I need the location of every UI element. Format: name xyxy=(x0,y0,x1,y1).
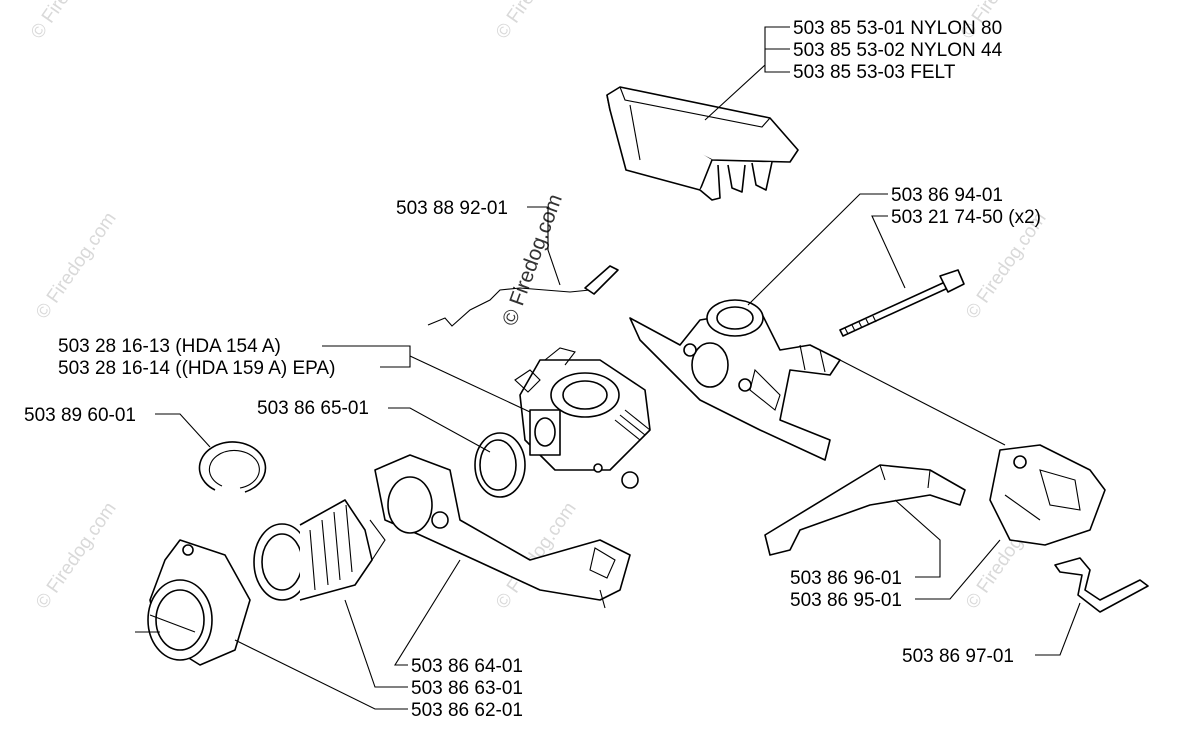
spring-clip-part xyxy=(1054,557,1149,613)
watermark: © Firedog.com xyxy=(492,0,581,43)
lever-link-part xyxy=(764,464,966,556)
circlip-part xyxy=(198,441,267,493)
intake-boot-part xyxy=(253,499,386,601)
label-adapter: 503 86 62-01 xyxy=(411,700,523,721)
choke-bracket-part xyxy=(989,444,1106,546)
throttle-rod-part xyxy=(427,265,619,327)
label-screw: 503 21 74-50 (x2) xyxy=(891,207,1041,228)
watermark: © Firedog.com xyxy=(32,499,121,613)
label-carb-hda159: 503 28 16-14 ((HDA 159 A) EPA) xyxy=(58,358,335,379)
air-filter-part xyxy=(606,86,799,201)
carburetor-part xyxy=(514,347,651,489)
part-labels: 503 85 53-01 NYLON 80 503 85 53-02 NYLON… xyxy=(24,18,1041,721)
label-air-filter-nylon80: 503 85 53-01 NYLON 80 xyxy=(793,18,1002,39)
label-air-filter-nylon44: 503 85 53-02 NYLON 44 xyxy=(793,40,1003,61)
label-spring-clip: 503 86 97-01 xyxy=(902,646,1014,667)
label-lever-link: 503 86 96-01 xyxy=(790,568,902,589)
watermark-overlay: © Firedog.com xyxy=(498,191,567,329)
label-choke-bracket: 503 86 95-01 xyxy=(790,590,902,611)
label-carb-housing: 503 86 94-01 xyxy=(891,185,1003,206)
watermark: © Firedog.com xyxy=(32,209,121,323)
label-inlet-flange: 503 86 64-01 xyxy=(411,656,523,677)
screw-part xyxy=(839,269,965,337)
label-carb-hda154: 503 28 16-13 (HDA 154 A) xyxy=(58,336,281,357)
watermark: © Firedog.com xyxy=(27,0,116,43)
inlet-flange-part xyxy=(374,454,631,609)
gasket-ring-part xyxy=(474,432,526,498)
leader-lines xyxy=(155,26,1081,710)
adapter-part xyxy=(135,539,251,666)
carb-housing-part xyxy=(629,299,841,461)
label-throttle-rod: 503 88 92-01 xyxy=(396,198,508,219)
label-air-filter-felt: 503 85 53-03 FELT xyxy=(793,62,956,83)
label-intake-boot: 503 86 63-01 xyxy=(411,678,523,699)
label-circlip: 503 89 60-01 xyxy=(24,405,136,426)
label-gasket-ring: 503 86 65-01 xyxy=(257,398,369,419)
